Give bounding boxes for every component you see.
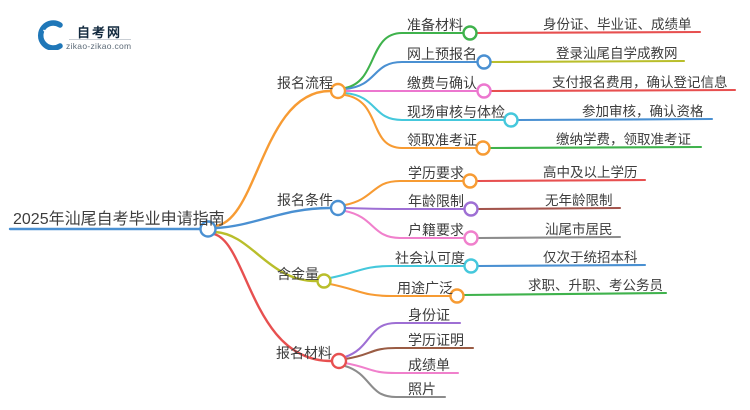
edge-materials-to-edu-cert <box>343 346 475 361</box>
edge-conditions-to-age <box>343 206 466 211</box>
branch-materials[interactable]: 报名材料 <box>276 345 332 361</box>
edge-process-to-online <box>343 60 479 91</box>
materials-node-circle[interactable] <box>330 352 348 370</box>
edge-process-to-onsite <box>343 91 506 122</box>
edge-recognition-detail <box>476 263 647 268</box>
site-url: zikao-zikao.com <box>66 41 132 51</box>
detail-payment-confirmation[interactable]: 支付报名费用，确认登记信息 <box>552 75 728 90</box>
usage-node-circle[interactable] <box>449 288 465 304</box>
edge-central-to-process <box>213 89 332 228</box>
prepare-node-circle[interactable] <box>462 25 478 41</box>
process-node-circle[interactable] <box>329 82 347 100</box>
edge-value-to-recognition <box>328 264 466 280</box>
site-name: 自考网 <box>77 25 123 40</box>
node-transcript[interactable]: 成绩单 <box>408 357 450 373</box>
node-prepare-materials[interactable]: 准备材料 <box>407 17 463 33</box>
edge-central-to-conditions <box>214 206 332 230</box>
edge-value-to-usage <box>328 282 452 298</box>
conditions-node-circle[interactable] <box>329 199 347 217</box>
detail-social-recognition[interactable]: 仅次于统招本科 <box>543 250 638 265</box>
edge-usage-detail <box>462 291 668 297</box>
edge-online-detail <box>489 59 686 64</box>
node-payment-confirmation[interactable]: 缴费与确认 <box>407 75 477 91</box>
edge-conditions-to-residency <box>343 209 466 240</box>
branch-value[interactable]: 含金量 <box>277 266 319 282</box>
edge-prepare-detail <box>475 30 702 35</box>
detail-onsite-review-physical[interactable]: 参加审核，确认资格 <box>582 104 704 119</box>
residency-node-circle[interactable] <box>463 230 479 246</box>
node-social-recognition[interactable]: 社会认可度 <box>395 250 465 266</box>
central-node-circle[interactable] <box>199 220 217 238</box>
edge-onsite-detail <box>516 117 714 122</box>
node-residency-requirement[interactable]: 户籍要求 <box>408 222 464 238</box>
node-education-requirement[interactable]: 学历要求 <box>408 165 464 181</box>
node-wide-usage[interactable]: 用途广泛 <box>397 280 453 296</box>
edge-ticket-detail <box>488 145 703 150</box>
detail-prepare-materials[interactable]: 身份证、毕业证、成绩单 <box>543 17 692 32</box>
node-education-certificate[interactable]: 学历证明 <box>408 332 464 348</box>
node-online-pre-registration[interactable]: 网上预报名 <box>407 46 477 62</box>
branch-conditions[interactable]: 报名条件 <box>277 192 333 208</box>
payment-node-circle[interactable] <box>476 83 492 99</box>
edge-materials-to-idcard <box>343 321 462 359</box>
node-get-admission-ticket[interactable]: 领取准考证 <box>407 132 477 148</box>
detail-get-admission-ticket[interactable]: 缴纳学费，领取准考证 <box>556 132 691 147</box>
detail-online-pre-registration[interactable]: 登录汕尾自学成教网 <box>556 46 678 61</box>
node-age-limit[interactable]: 年龄限制 <box>408 193 464 209</box>
edge-education-detail <box>475 178 647 183</box>
edge-payment-detail <box>489 88 737 93</box>
edge-central-to-materials <box>212 232 333 363</box>
edge-central-to-value <box>213 230 318 283</box>
recognition-node-circle[interactable] <box>463 258 479 274</box>
edge-materials-to-transcript <box>343 361 460 375</box>
value-node-circle[interactable] <box>316 273 332 289</box>
node-onsite-review-physical[interactable]: 现场审核与体检 <box>407 104 505 120</box>
detail-wide-usage[interactable]: 求职、升职、考公务员 <box>528 278 663 293</box>
edge-process-to-ticket <box>343 93 478 150</box>
detail-residency-requirement[interactable]: 汕尾市居民 <box>545 222 613 237</box>
edge-residency-detail <box>476 235 622 240</box>
edge-age-detail <box>476 206 622 211</box>
central-topic[interactable]: 2025年汕尾自考毕业申请指南 <box>13 211 225 228</box>
detail-age-limit[interactable]: 无年龄限制 <box>545 193 613 208</box>
age-node-circle[interactable] <box>463 201 479 217</box>
edge-materials-to-photo <box>343 364 447 399</box>
logo-divider <box>69 39 131 40</box>
onsite-node-circle[interactable] <box>503 112 519 128</box>
detail-education-requirement[interactable]: 高中及以上学历 <box>543 165 638 180</box>
node-photo[interactable]: 照片 <box>408 381 436 397</box>
online-node-circle[interactable] <box>476 54 492 70</box>
branch-process[interactable]: 报名流程 <box>277 75 333 91</box>
site-logo[interactable]: 自考网 zikao-zikao.com <box>33 18 143 54</box>
ticket-node-circle[interactable] <box>475 140 491 156</box>
graduation-cap-icon <box>38 20 63 50</box>
node-id-card[interactable]: 身份证 <box>408 307 450 323</box>
education-node-circle[interactable] <box>462 173 478 189</box>
edge-process-to-prepare <box>343 31 465 90</box>
edge-conditions-to-education <box>343 179 466 207</box>
